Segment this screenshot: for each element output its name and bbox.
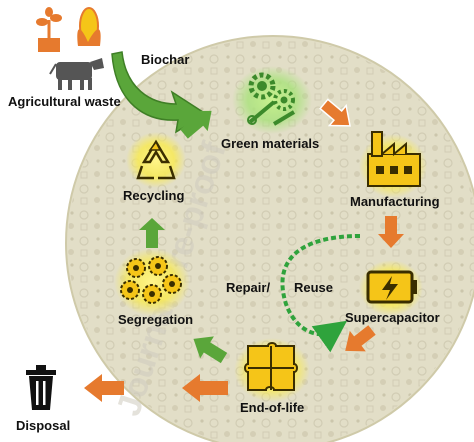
battery-icon (366, 270, 417, 304)
arrow-end-of-life-to-segregation (193, 336, 228, 364)
supercapacitor-label: Supercapacitor (345, 310, 440, 325)
manufacturing-label: Manufacturing (350, 194, 440, 209)
arrow-segregation-to-recycling (139, 218, 165, 248)
corn-icon (77, 7, 101, 46)
cow-icon (49, 58, 104, 90)
arrow-manufacturing-to-supercapacitor (378, 216, 404, 248)
factory-icon (367, 131, 421, 187)
trash-can-icon (26, 365, 56, 410)
arrow-recycling-to-green-materials (180, 110, 212, 139)
agricultural-waste-label: Agricultural waste (8, 94, 121, 109)
disposal-label: Disposal (16, 418, 70, 433)
segregation-label: Segregation (118, 312, 193, 327)
biochar-label: Biochar (141, 52, 189, 67)
recycle-icon (136, 139, 176, 180)
biochar-arrow (111, 51, 208, 134)
repair-label: Repair/ (226, 280, 270, 295)
arrow-green-materials-to-manufacturing (319, 98, 351, 127)
gears-tools-icon (247, 72, 296, 126)
gears-icon (120, 256, 182, 304)
plant-icon (36, 7, 62, 52)
arrow-to-disposal (84, 374, 124, 402)
arrow-end-of-life-to-disposal (182, 374, 228, 402)
end-of-life-label: End-of-life (240, 400, 304, 415)
recycling-label: Recycling (123, 188, 184, 203)
arrow-supercapacitor-to-end-of-life (345, 325, 376, 352)
reuse-label: Reuse (294, 280, 333, 295)
puzzle-icon (244, 342, 298, 391)
green-materials-label: Green materials (221, 136, 319, 151)
repair-reuse-loop (280, 234, 361, 353)
